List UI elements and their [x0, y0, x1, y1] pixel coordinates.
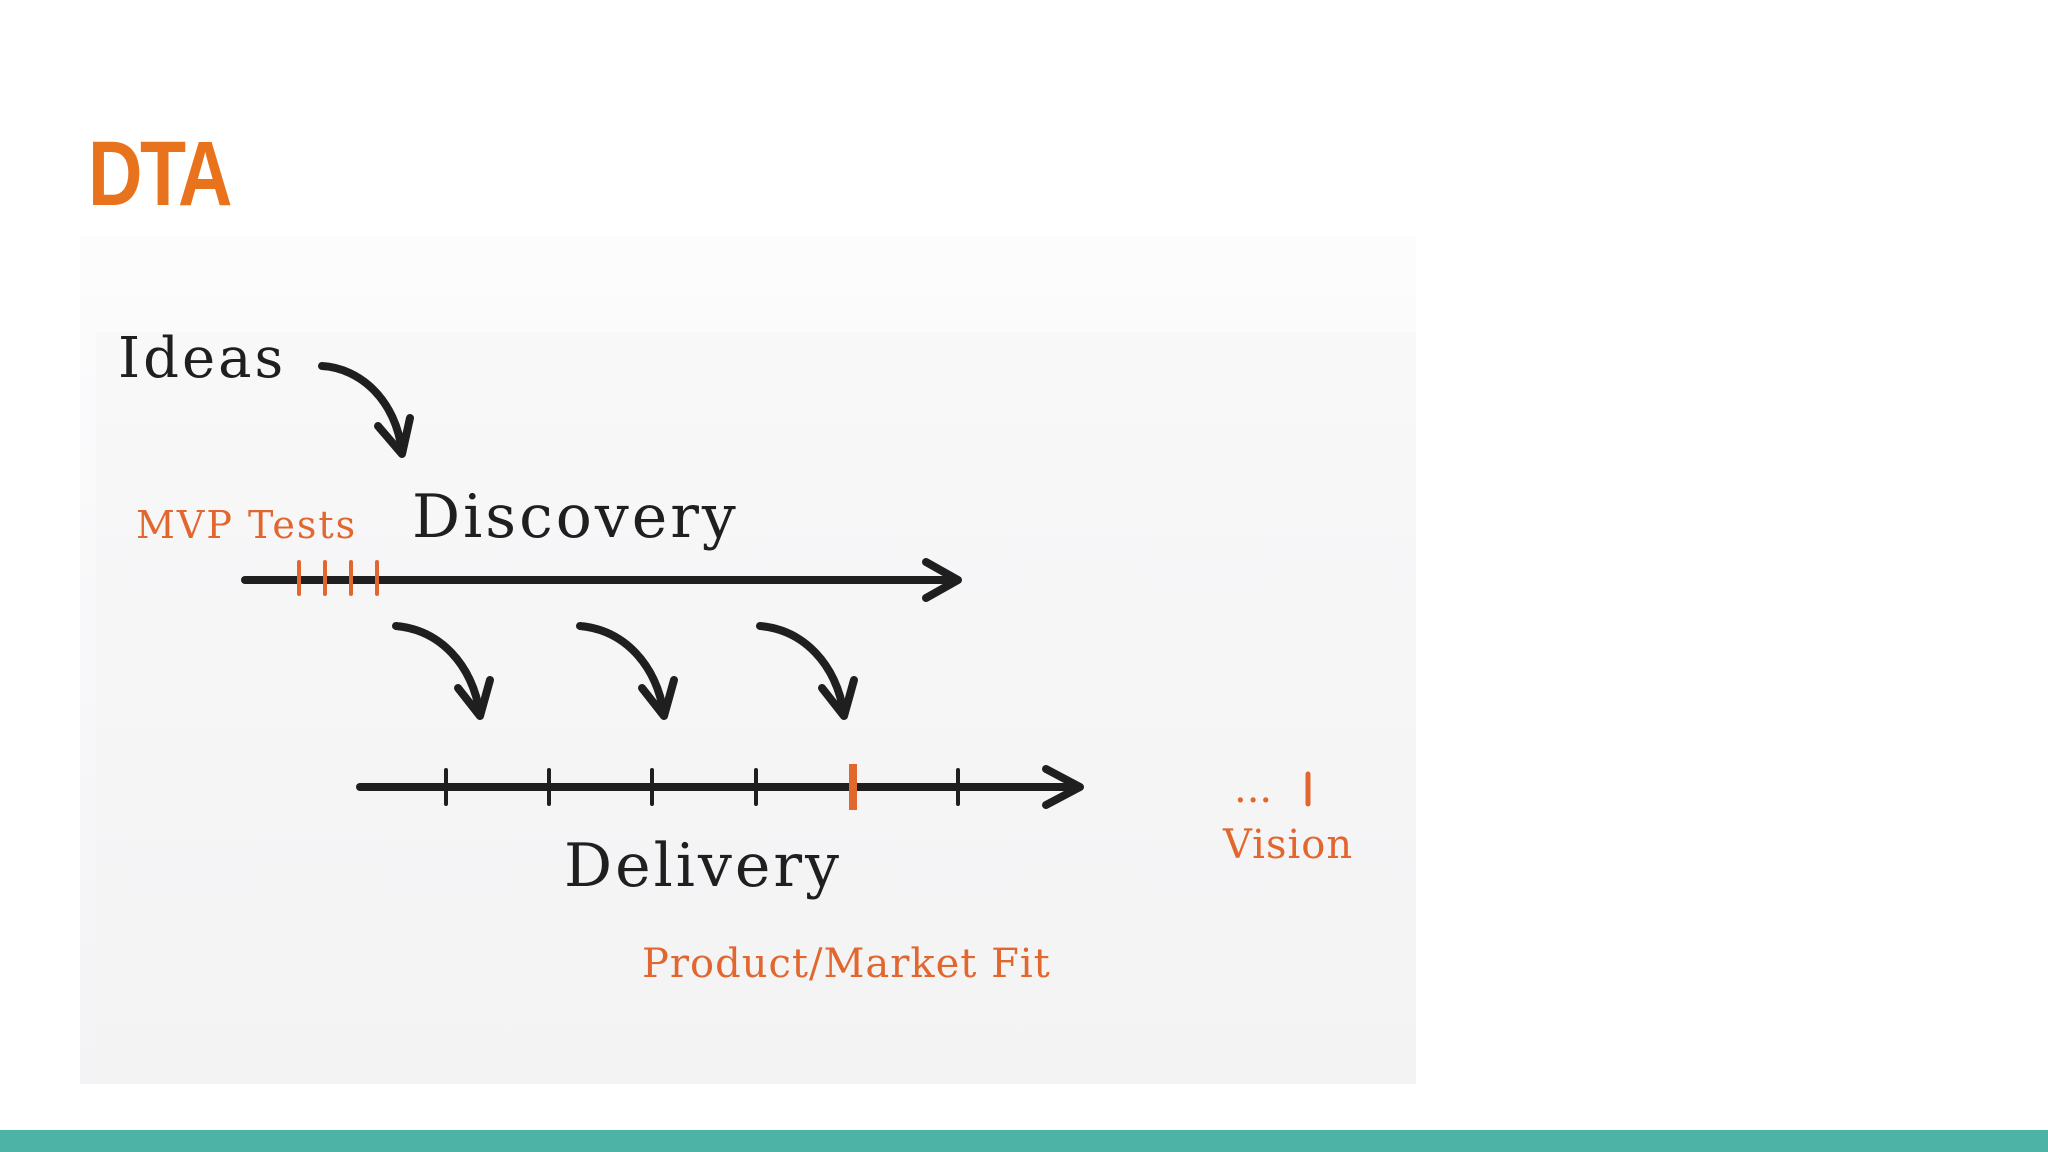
diagram-image-panel [96, 332, 1416, 1084]
discovery-to-delivery-arrow-3 [756, 622, 858, 720]
ideas-label: Ideas [118, 326, 286, 391]
discovery-to-delivery-arrow-1 [392, 622, 494, 720]
discovery-to-delivery-arrows [392, 622, 858, 720]
discovery-timeline-arrow [241, 558, 962, 602]
discovery-to-delivery-arrow-2 [576, 622, 678, 720]
slide-title: DTA [88, 123, 233, 225]
vision-label: Vision [1222, 822, 1353, 868]
vision-ellipsis: ... [1234, 766, 1272, 812]
diagram-image-background [80, 236, 1416, 1084]
discovery-label: Discovery [412, 482, 739, 552]
mvp-test-ticks [297, 560, 379, 596]
delivery-timeline-arrow [356, 765, 1084, 809]
ideas-to-discovery-arrow [318, 362, 414, 458]
footer-accent-bar [0, 1130, 2048, 1152]
mvp-tests-label: MVP Tests [136, 503, 357, 547]
delivery-release-ticks [444, 768, 960, 806]
delivery-label: Delivery [564, 831, 842, 901]
product-market-fit-label: Product/Market Fit [642, 941, 1051, 987]
